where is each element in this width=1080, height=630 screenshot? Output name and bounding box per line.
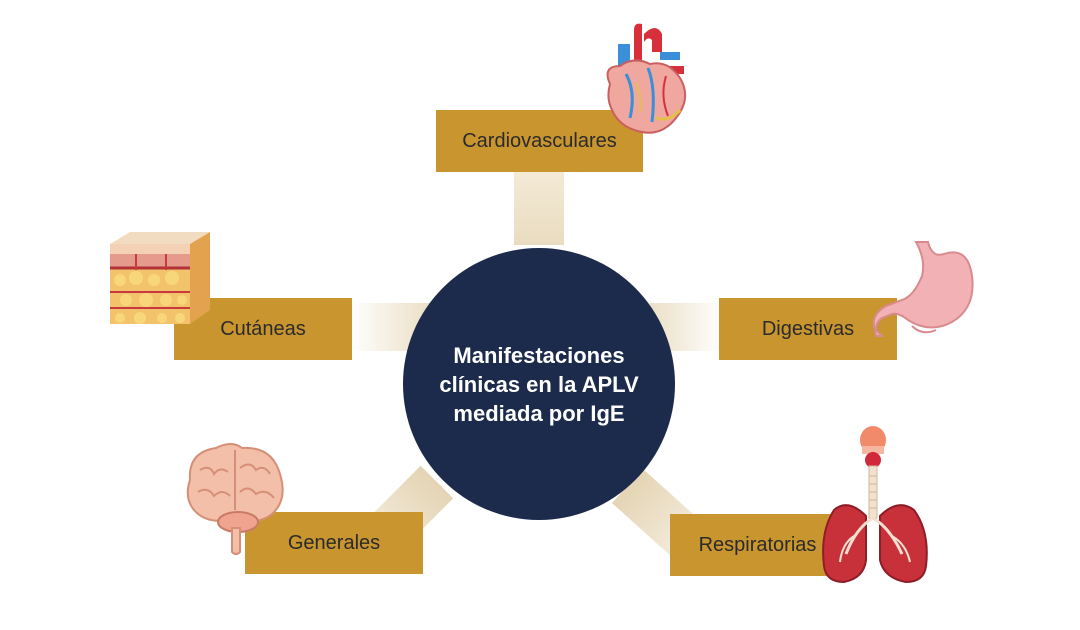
box-digestivas: Digestivas bbox=[719, 298, 897, 360]
lungs-icon bbox=[822, 426, 928, 584]
heart-icon bbox=[606, 23, 687, 134]
label-generales: Generales bbox=[287, 531, 381, 554]
label-cutaneas: Cutáneas bbox=[220, 317, 306, 340]
skin-layers-icon bbox=[110, 232, 210, 324]
brain-icon bbox=[186, 443, 284, 555]
box-respiratorias: Respiratorias bbox=[670, 514, 845, 576]
center-circle: Manifestaciones clínicas en la APLV medi… bbox=[403, 248, 675, 520]
center-title: Manifestaciones clínicas en la APLV medi… bbox=[439, 342, 639, 426]
box-generales: Generales bbox=[245, 512, 423, 574]
box-cardiovasculares: Cardiovasculares bbox=[436, 110, 643, 172]
box-cutaneas: Cutáneas bbox=[174, 298, 352, 360]
connector-cardiovasculares bbox=[514, 170, 564, 245]
stomach-icon bbox=[872, 241, 974, 337]
label-respiratorias: Respiratorias bbox=[698, 533, 817, 556]
label-digestivas: Digestivas bbox=[761, 317, 855, 340]
label-cardiovasculares: Cardiovasculares bbox=[462, 129, 617, 152]
